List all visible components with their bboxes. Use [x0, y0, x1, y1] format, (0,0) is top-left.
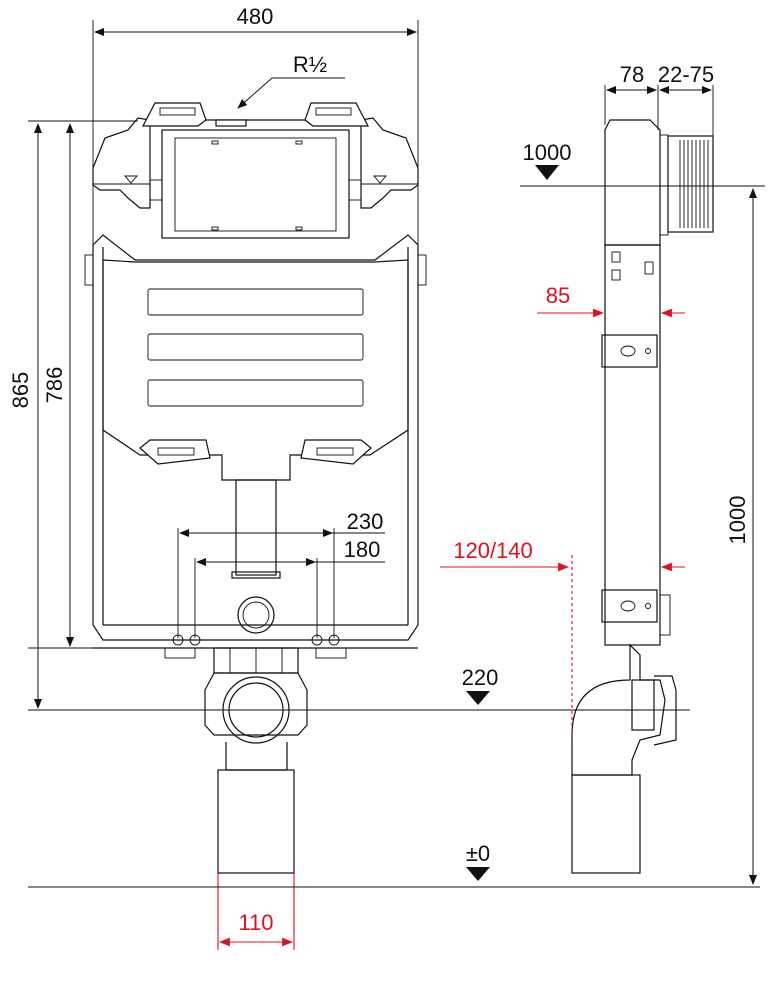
- label-1000-right: 1000: [725, 496, 750, 545]
- label-230: 230: [347, 509, 384, 534]
- side-view: [440, 85, 765, 885]
- level-marker-220: [466, 691, 490, 705]
- label-220: 220: [462, 665, 499, 690]
- label-110: 110: [238, 910, 273, 935]
- label-zero: ±0: [466, 841, 490, 866]
- label-865: 865: [8, 372, 33, 409]
- label-120-140: 120/140: [453, 538, 533, 563]
- label-thread: R½: [293, 52, 327, 77]
- level-marker-zero: [466, 867, 490, 881]
- label-480: 480: [237, 4, 274, 29]
- front-view: [28, 20, 427, 950]
- ribs: [679, 140, 709, 228]
- label-78: 78: [620, 62, 644, 87]
- label-85: 85: [546, 283, 570, 308]
- label-1000-left: 1000: [523, 140, 572, 165]
- label-786: 786: [42, 367, 67, 404]
- label-180: 180: [344, 537, 381, 562]
- label-22-75: 22-75: [658, 62, 714, 87]
